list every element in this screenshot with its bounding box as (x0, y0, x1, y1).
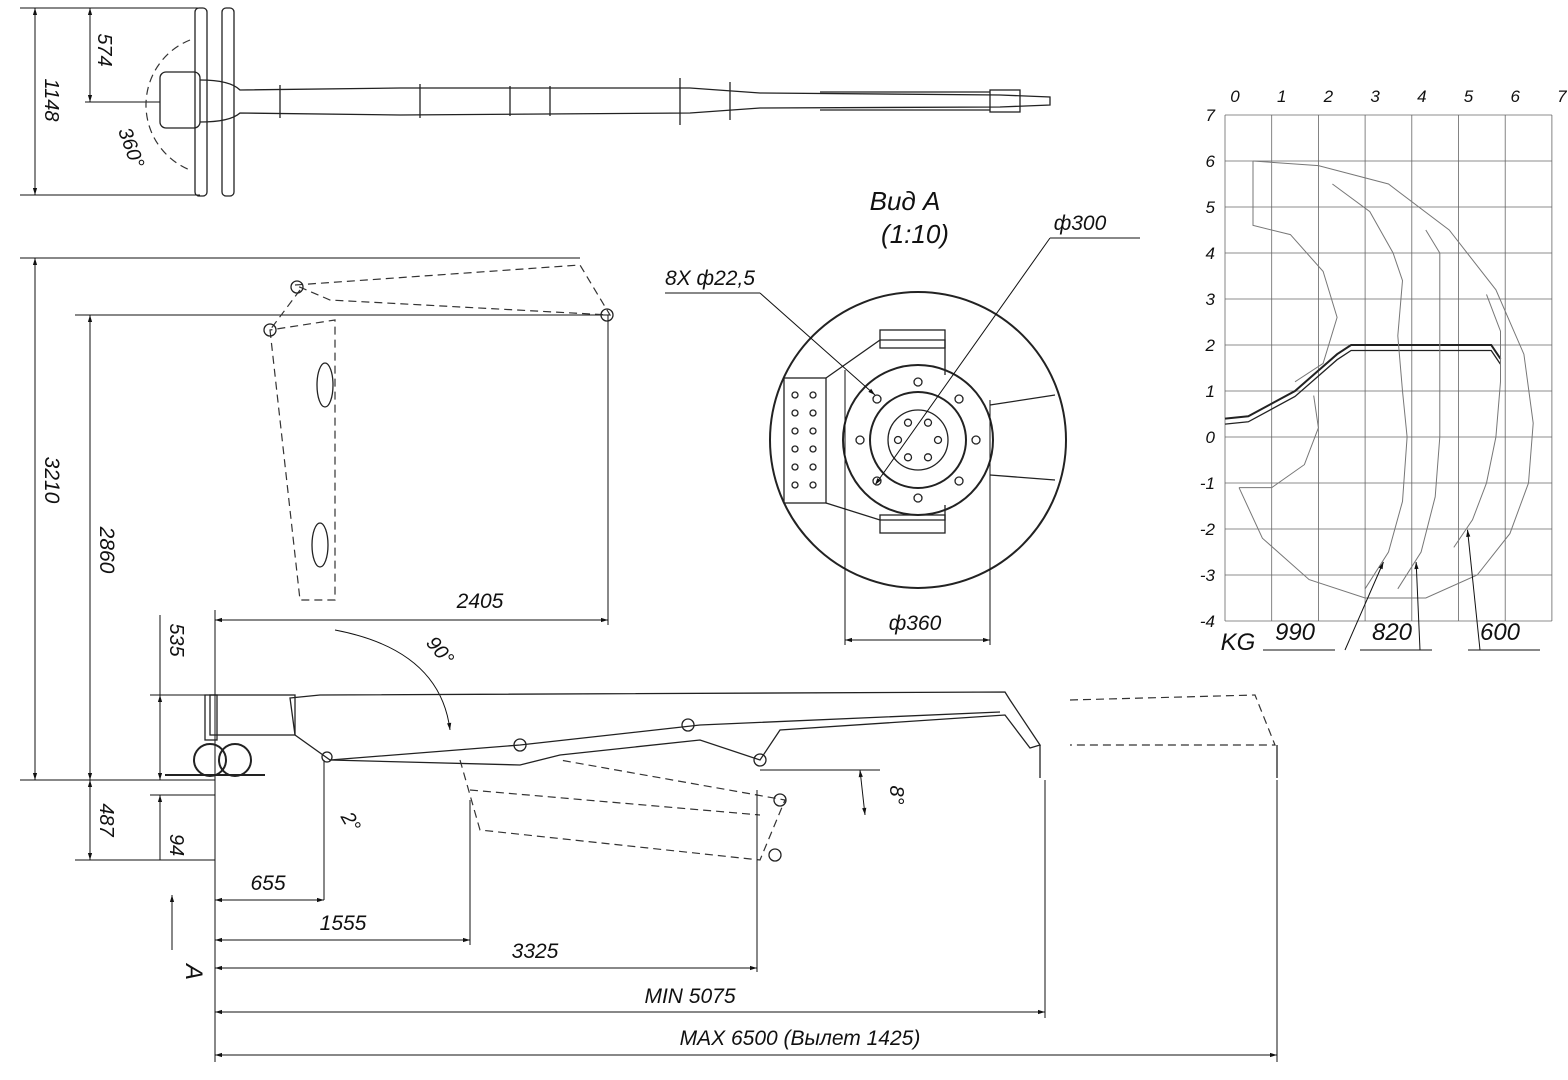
plate-hole (809, 409, 817, 417)
center-hole (923, 418, 933, 427)
bolt-hole (872, 394, 882, 404)
bolt-hole (954, 394, 964, 404)
bolt-hole (954, 476, 964, 486)
view-a-scale: (1:10) (881, 219, 949, 249)
boom-outline (1224, 349, 1502, 425)
extended-crane: 535 487 94 90° 2° 8° 655 1555 (75, 610, 1278, 1062)
center-hole (893, 435, 903, 445)
dim-487: 487 (95, 803, 117, 837)
dim-1555: 1555 (320, 912, 367, 935)
boom-outline (1224, 344, 1502, 420)
center-hole (923, 453, 933, 462)
load-chart: 0 1 2 3 4 5 6 7 7 6 5 4 3 2 1 0 -1 -2 -3 -4 990 820 600 KG (1200, 87, 1567, 656)
load-curve-820 (1397, 229, 1441, 590)
x-tick-label: 0 (1230, 87, 1240, 106)
y-tick-label: -2 (1200, 520, 1216, 539)
plate-hole (791, 445, 799, 453)
x-tick-label: 7 (1557, 87, 1567, 106)
bolt-hole (872, 476, 882, 486)
view-a-title: Вид А (870, 186, 941, 216)
load-label-600: 600 (1480, 619, 1521, 646)
plate-hole (791, 481, 799, 489)
angle-2: 2° (335, 807, 364, 835)
load-curve-990 (1332, 183, 1408, 590)
dim-94: 94 (165, 834, 187, 856)
x-tick-label: 1 (1277, 87, 1286, 106)
y-tick-label: 0 (1206, 428, 1216, 447)
reach-envelope (1238, 160, 1534, 599)
dim-min-reach: MIN 5075 (644, 985, 735, 1008)
dim-535: 535 (165, 623, 187, 657)
dim-max-reach: MAX 6500 (Вылет 1425) (680, 1027, 921, 1050)
holes-spec: 8X ф22,5 (665, 267, 755, 290)
plate-hole (791, 391, 799, 399)
x-tick-label: 4 (1417, 87, 1426, 106)
y-tick-label: -3 (1200, 566, 1216, 585)
inner-envelope (1239, 395, 1319, 489)
y-tick-label: 4 (1206, 244, 1215, 263)
dim-2405: 2405 (456, 590, 504, 613)
dim-300: ф300 (1054, 212, 1107, 235)
load-curve-600 (1453, 294, 1501, 548)
bolt-hole (913, 493, 923, 503)
center-hole (933, 435, 943, 445)
folded-crane: 3210 2860 2405 (20, 257, 614, 781)
dim-574: 574 (93, 33, 115, 66)
x-tick-label: 6 (1510, 87, 1520, 106)
y-tick-label: -4 (1200, 612, 1215, 631)
x-tick-label: 5 (1464, 87, 1474, 106)
load-leader (1466, 529, 1481, 651)
y-tick-label: 7 (1206, 106, 1216, 125)
plate-hole (791, 427, 799, 435)
plate-hole (809, 463, 817, 471)
load-leader (1344, 561, 1384, 651)
y-tick-label: -1 (1200, 474, 1215, 493)
plate-hole (809, 481, 817, 489)
y-tick-label: 5 (1206, 198, 1216, 217)
plate-hole (791, 463, 799, 471)
dim-360: ф360 (889, 612, 942, 635)
view-a-detail: Вид А (1:10) ф360 ф300 8X ф22,5 (665, 186, 1140, 645)
inner-envelope (1252, 161, 1338, 383)
load-leader (1414, 561, 1421, 651)
y-tick-label: 2 (1205, 336, 1216, 355)
dim-3210: 3210 (40, 457, 63, 504)
rotation-angle: 360° (113, 125, 148, 171)
center-hole (903, 453, 913, 462)
angle-8: 8° (885, 785, 907, 804)
y-tick-label: 3 (1206, 290, 1216, 309)
load-label-820: 820 (1372, 619, 1413, 646)
dim-3325: 3325 (512, 940, 559, 963)
plate-hole (809, 445, 817, 453)
load-label-990: 990 (1275, 619, 1316, 646)
angle-90: 90° (421, 632, 457, 669)
center-hole (903, 418, 913, 427)
dim-655: 655 (250, 872, 285, 895)
view-a-marker: A (180, 962, 207, 980)
plate-hole (791, 409, 799, 417)
unit-label: KG (1221, 629, 1256, 656)
y-tick-label: 1 (1206, 382, 1215, 401)
dim-1148: 1148 (40, 78, 62, 121)
bolt-hole (971, 435, 981, 445)
plate-hole (809, 391, 817, 399)
plate-hole (809, 427, 817, 435)
y-tick-label: 6 (1206, 152, 1216, 171)
x-tick-label: 3 (1370, 87, 1380, 106)
top-view: 1148 574 360° (20, 7, 1051, 197)
dim-2860: 2860 (95, 526, 118, 574)
x-tick-label: 2 (1323, 87, 1334, 106)
bolt-hole (855, 435, 865, 445)
bolt-hole (913, 377, 923, 387)
